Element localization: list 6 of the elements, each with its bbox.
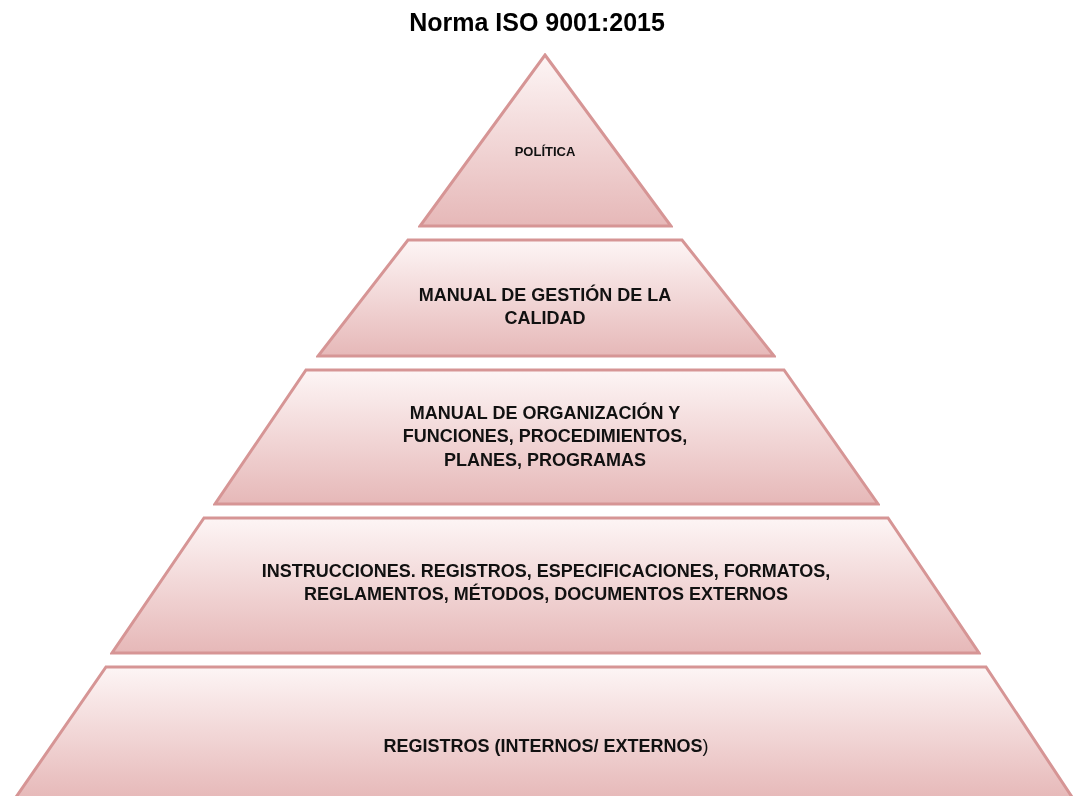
level-label: MANUAL DE GESTIÓN DE LA CALIDAD (417, 283, 673, 330)
level-label: INSTRUCCIONES. REGISTROS, ESPECIFICACIONES, FORMATOS, REGLAMENTOS, MÉTODOS, DOCUMENTOS EXTERNOS (260, 559, 832, 606)
level-label: POLÍTICA (513, 143, 577, 161)
diagram-title: Norma ISO 9001:2015 (409, 8, 665, 37)
level-label: MANUAL DE ORGANIZACIÓN Y FUNCIONES, PROCEDIMIENTOS, PLANES, PROGRAMAS (401, 402, 689, 472)
level-label: REGISTROS (INTERNOS/ EXTERNOS) (382, 734, 710, 758)
